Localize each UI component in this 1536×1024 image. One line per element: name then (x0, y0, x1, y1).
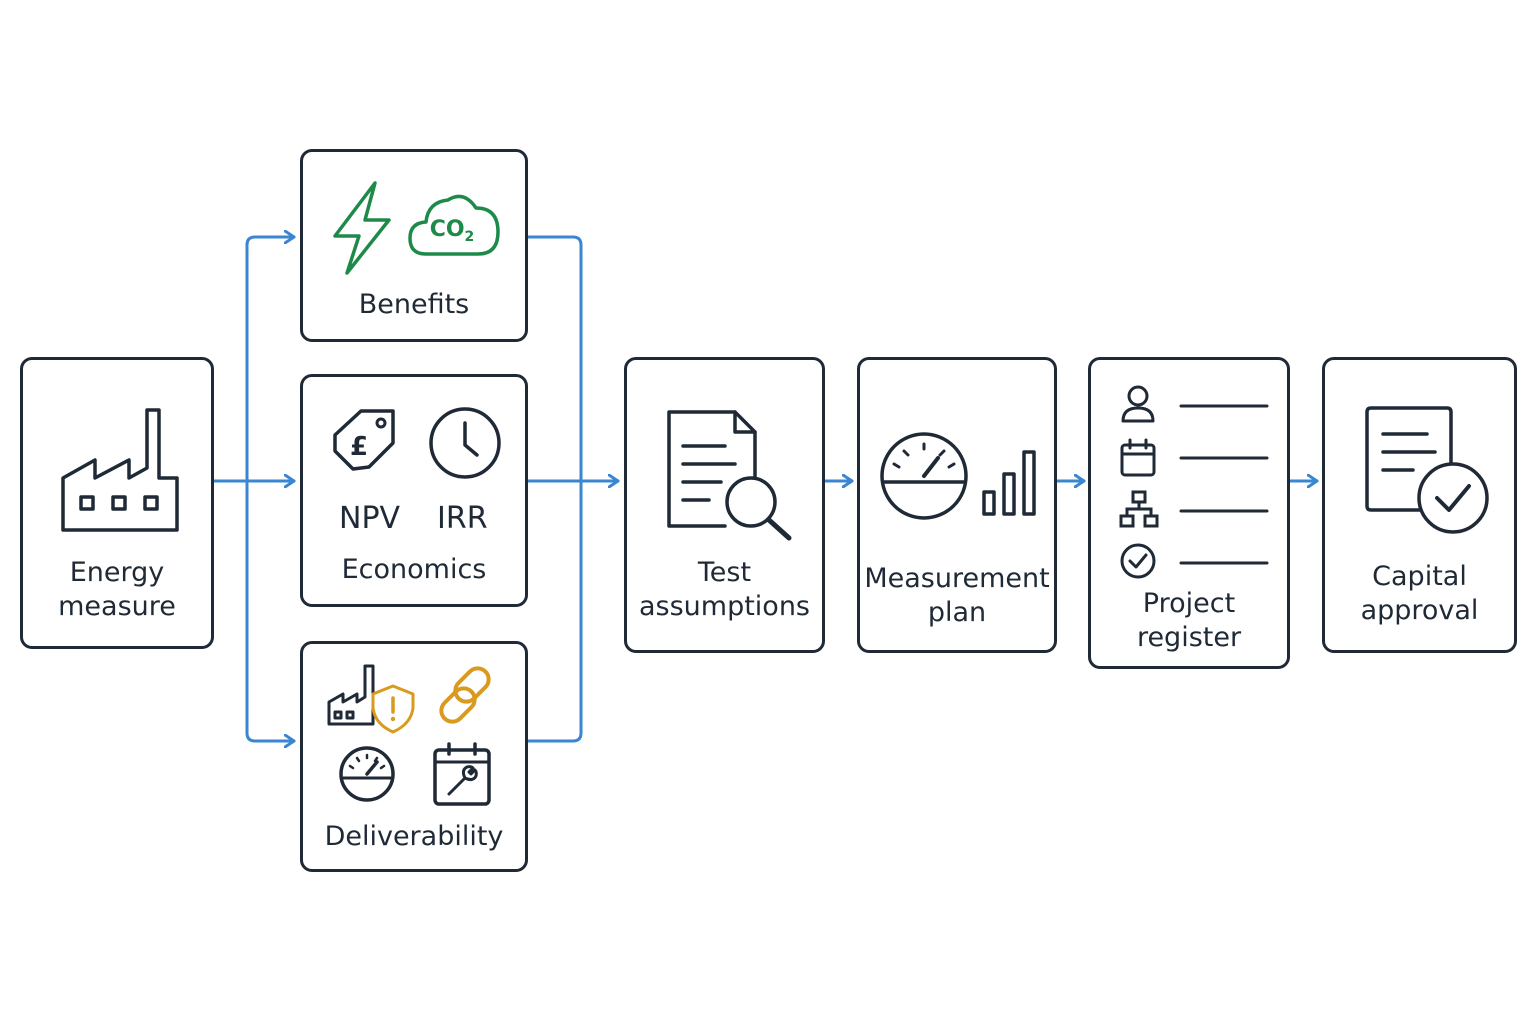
gauge-icon (339, 746, 395, 802)
svg-text:CO2: CO2 (430, 217, 475, 245)
project-register-node: Project register (1088, 357, 1290, 669)
deliverability-node: Deliverability (300, 641, 528, 872)
deliverability-label: Deliverability (324, 821, 504, 852)
connector-benefits-merge (526, 235, 583, 743)
npv-label: NPV (339, 501, 401, 536)
irr-label: IRR (437, 501, 488, 536)
document-check-icon (1365, 406, 1489, 534)
gauge-icon (880, 432, 968, 520)
register-lines (1179, 404, 1269, 565)
hierarchy-icon (1119, 490, 1159, 528)
benefits-label: Benefits (358, 289, 470, 320)
pound-price-tag-icon: £ (333, 409, 395, 471)
project-register-label: Project register (1136, 588, 1242, 653)
energy-measure-label: Energy measure (58, 557, 176, 622)
lightning-bolt-icon (333, 181, 391, 275)
document-magnifier-icon (667, 410, 792, 541)
factory-shield-warning-icon (327, 664, 415, 734)
measurement-plan-node: Measurement plan (857, 357, 1057, 653)
measurement-plan-label: Measurement plan (864, 563, 1050, 628)
bar-chart-icon (982, 450, 1036, 516)
factory-icon (61, 408, 179, 532)
capital-approval-label: Capital approval (1360, 561, 1479, 626)
person-icon (1121, 385, 1155, 423)
calendar-wrench-icon (433, 742, 491, 806)
clock-icon (429, 407, 501, 479)
calendar-icon (1120, 438, 1156, 477)
connector-split-to-deliverability (245, 479, 296, 741)
chain-link-icon (439, 666, 491, 724)
economics-label: Economics (341, 554, 487, 585)
energy-measure-node: Energy measure (20, 357, 214, 649)
co2-cloud-icon: CO2 (408, 194, 500, 256)
svg-text:£: £ (350, 432, 368, 462)
test-assumptions-label: Test assumptions (638, 557, 811, 622)
check-circle-icon (1120, 543, 1156, 579)
capital-approval-node: Capital approval (1322, 357, 1517, 653)
connector-split-to-benefits (245, 237, 296, 483)
benefits-node: CO2 Benefits (300, 149, 528, 342)
economics-node: £ NPV IRR Economics (300, 374, 528, 607)
test-assumptions-node: Test assumptions (624, 357, 825, 653)
